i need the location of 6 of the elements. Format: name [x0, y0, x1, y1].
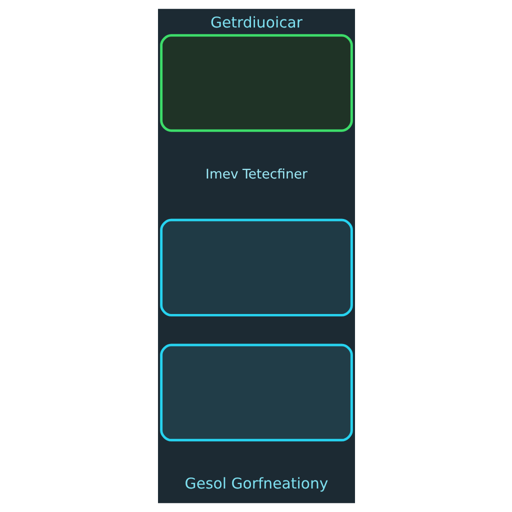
- diagram-title: Getrdiuoicar: [210, 13, 302, 32]
- label: Imev Tetecfiner: [205, 167, 307, 182]
- node-box: [160, 218, 352, 316]
- node-box: [160, 344, 352, 442]
- node-box: [160, 34, 352, 132]
- caption: Gesol Gorfneationy: [184, 474, 328, 493]
